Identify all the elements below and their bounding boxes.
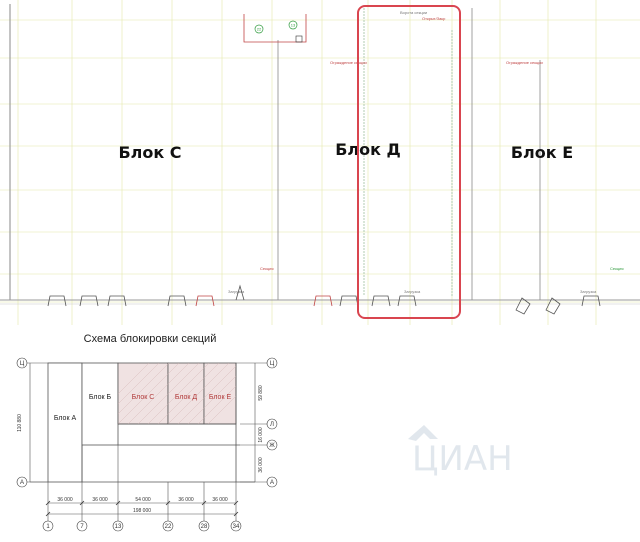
marker-label-2: 13 (291, 23, 296, 28)
axis-bottom-3: 13 (115, 524, 122, 530)
axis-bottom-4: 22 (165, 524, 172, 530)
dim-bottom-1: 36 000 (57, 497, 73, 503)
watermark-logo-icon (408, 425, 438, 441)
loading-docks (47, 284, 601, 315)
scheme-block-d: Блок Д (175, 394, 198, 401)
block-e-label: Блок Е (511, 143, 573, 162)
loading-label-2: Загрузка (404, 289, 421, 294)
axis-bottom-1: 1 (46, 524, 50, 530)
plan-grid (0, 0, 640, 325)
dim-left: 110 880 (17, 414, 23, 432)
fence-note-2: Ограждение секции (506, 60, 543, 65)
section-note-2: Секция (610, 266, 624, 271)
watermark-text: ЦИАН (412, 439, 513, 479)
dim-right-1: 59 880 (258, 385, 264, 401)
block-d-label: Блок Д (335, 140, 401, 159)
plan-walls (0, 4, 640, 305)
dim-total: 198 000 (133, 508, 151, 514)
axis-right-3: Ж (269, 443, 275, 449)
dim-bottom-4: 36 000 (178, 497, 194, 503)
axis-right-2: Л (270, 422, 274, 428)
axis-right-4: А (270, 480, 274, 486)
axis-bottom-6: 34 (233, 524, 240, 530)
dim-bottom-5: 36 000 (212, 497, 228, 503)
axis-left-2: А (20, 480, 24, 486)
scheme-blocks (47, 362, 255, 483)
plan-top-room: 22 13 (243, 14, 307, 43)
dim-right-2: 16 000 (258, 427, 264, 443)
block-scheme-diagram: Схема блокировки секций (16, 333, 513, 532)
gate-note: Открыт/Закр (422, 16, 446, 21)
gate-note-2: Ворота секции (400, 10, 427, 15)
marker-label-1: 22 (257, 27, 262, 32)
axis-left-1: Ц (20, 361, 25, 367)
axis-bottom-2: 7 (80, 524, 84, 530)
watermark: ЦИАН (408, 425, 513, 479)
axis-right-1: Ц (270, 361, 275, 367)
dim-bottom-3: 54 000 (135, 497, 151, 503)
highlighted-section-frame (357, 5, 461, 319)
dim-bottom-2: 36 000 (92, 497, 108, 503)
block-hatching (117, 362, 237, 425)
loading-label-3: Загрузка (580, 289, 597, 294)
scheme-title: Схема блокировки секций (84, 333, 217, 345)
dim-right-3: 36 000 (258, 457, 264, 473)
block-c-label: Блок С (118, 143, 181, 162)
scheme-block-a: Блок А (54, 415, 77, 422)
scheme-block-b: Блок Б (89, 394, 112, 401)
floor-plan-drawing: 22 13 Ограждение секции Ограждение секци… (0, 0, 640, 325)
section-note-1: Секция (260, 266, 274, 271)
loading-label-1: Загрузка (228, 289, 245, 294)
axis-bottom-5: 28 (201, 524, 208, 530)
fence-note-1: Ограждение секции (330, 60, 367, 65)
scheme-block-c: Блок С (132, 394, 155, 401)
scheme-block-e: Блок Е (209, 394, 232, 401)
